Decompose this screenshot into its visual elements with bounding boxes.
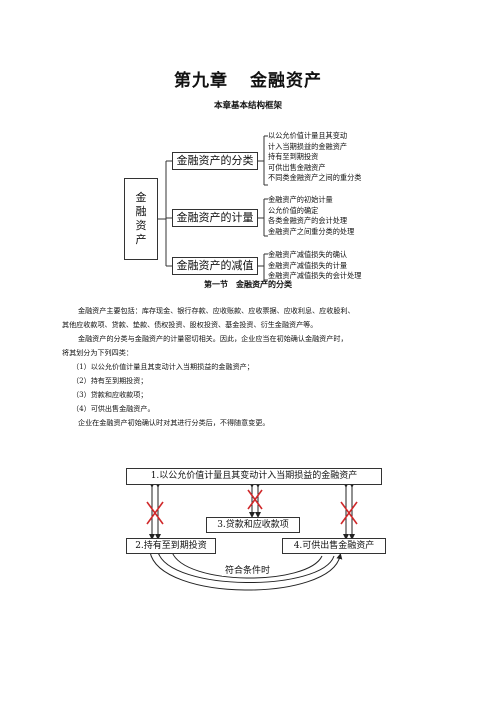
classification-items: 以公允价值计量且其变动 计入当期损益的金融资产 持有至到期投资 可供出售金融资产… bbox=[268, 131, 361, 184]
cross-mark-left bbox=[146, 501, 164, 525]
list-item: （4）可供出售金融资产。 bbox=[72, 404, 155, 413]
section-title: 第一节 金融资产的分类 bbox=[204, 280, 292, 289]
root-char: 产 bbox=[135, 233, 147, 246]
framework-item: 持有至到期投资 bbox=[268, 152, 319, 161]
body-paragraph: 企业在金融资产初始确认时对其进行分类后，不得随意变更。 bbox=[78, 418, 270, 427]
chapter-name: 金融资产 bbox=[250, 71, 322, 91]
framework-connectors bbox=[158, 135, 268, 281]
diagram-box-loans: 3.贷款和应收款项 bbox=[206, 517, 300, 533]
body-paragraph: 金融资产的分类与金融资产的计量密切相关。因此，企业应当在初始确认金融资产时， bbox=[78, 334, 348, 343]
condition-label: 符合条件时 bbox=[222, 563, 274, 576]
framework-item: 金融资产的初始计量 bbox=[268, 195, 333, 204]
body-paragraph: 将其划分为下列四类： bbox=[62, 348, 133, 357]
list-item: （2）持有至到期投资； bbox=[72, 376, 148, 385]
arrow-box2-box4 bbox=[149, 548, 343, 591]
diagram-box-afs: 4.可供出售金融资产 bbox=[282, 538, 386, 554]
framework-title: 本章基本结构框架 bbox=[213, 101, 282, 111]
cross-mark-right bbox=[340, 501, 358, 525]
diagram-box-fvtpl: 1.以公允价值计量且其变动计入当期损益的金融资产 bbox=[126, 468, 382, 485]
framework-item: 可供出售金融资产 bbox=[268, 162, 326, 172]
list-item: （3）贷款和应收款项； bbox=[72, 390, 148, 399]
root-char: 金 bbox=[135, 191, 147, 204]
measurement-items: 金融资产的初始计量 公允价值的确定 各类金融资产的会计处理 金融资产之间重分类的… bbox=[268, 195, 354, 237]
framework-item: 金融资产减值损失的计量 bbox=[268, 260, 348, 270]
category-impairment-box: 金融资产的减值 bbox=[172, 257, 258, 275]
cross-mark-middle bbox=[247, 489, 263, 510]
impairment-items: 金融资产减值损失的确认 金融资产减值损失的计量 金融资产减值损失的会计处理 bbox=[268, 250, 361, 282]
arrow-box1-box4 bbox=[343, 482, 355, 540]
root-char: 融 bbox=[135, 205, 147, 218]
framework-item: 金融资产减值损失的会计处理 bbox=[268, 271, 362, 280]
framework-item: 金融资产之间重分类的处理 bbox=[268, 226, 355, 236]
category-classification-box: 金融资产的分类 bbox=[172, 152, 258, 170]
framework-item: 公允价值的确定 bbox=[268, 205, 319, 215]
framework-item: 以公允价值计量且其变动 bbox=[268, 131, 348, 140]
chapter-title: 第九章 金融资产 bbox=[0, 66, 496, 91]
list-item: （1）以公允价值计量且其变动计入当期损益的金融资产； bbox=[72, 362, 254, 371]
framework-item: 计入当期损益的金融资产 bbox=[268, 141, 348, 151]
body-paragraph: 金融资产主要包括：库存现金、银行存款、应收账款、应收票据、应收利息、应收股利、 bbox=[78, 306, 355, 315]
arrow-box1-box2 bbox=[149, 482, 161, 540]
framework-root-box: 金 融 资 产 bbox=[124, 178, 158, 260]
root-char: 资 bbox=[135, 219, 147, 232]
chapter-label: 第九章 bbox=[174, 71, 228, 91]
framework-item: 不同类金融资产之间的重分类 bbox=[268, 173, 362, 182]
diagram-box-htm: 2.持有至到期投资 bbox=[126, 538, 216, 554]
body-paragraph: 其他应收款项、贷款、垫款、债权投资、股权投资、基金投资、衍生金融资产等。 bbox=[62, 320, 318, 329]
category-measurement-box: 金融资产的计量 bbox=[172, 209, 258, 227]
framework-item: 金融资产减值损失的确认 bbox=[268, 250, 348, 259]
arrow-box1-box3 bbox=[249, 482, 261, 518]
framework-item: 各类金融资产的会计处理 bbox=[268, 216, 348, 225]
